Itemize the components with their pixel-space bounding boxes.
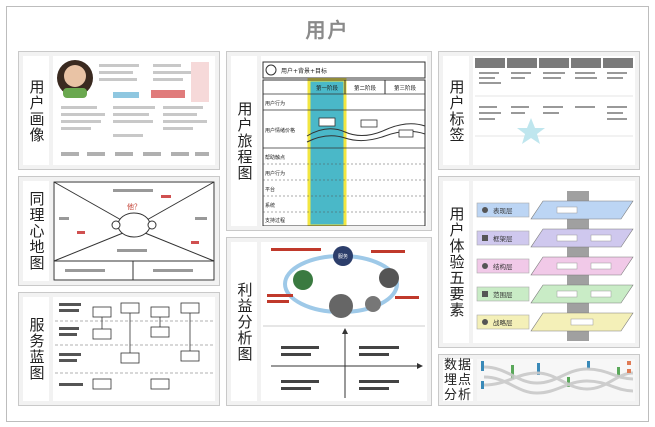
stakeholder-thumbnail: 服务 — [261, 242, 427, 401]
panel-persona[interactable]: 用户画像 — [18, 51, 220, 170]
journey-header: 用户+背景+目标 — [281, 67, 327, 75]
journey-map-thumbnail: 用户+背景+目标 第一阶段 第二阶段 第三阶段 用户行为 用户情绪价格 帮助触点… — [261, 56, 427, 226]
layer-label: 框架层 — [493, 234, 513, 243]
panel-label: 同理心地图 — [23, 181, 49, 281]
panel-label: 利益分析图 — [231, 242, 257, 401]
row-label: 用户行为 — [265, 100, 285, 107]
layer-label: 范围层 — [493, 290, 513, 299]
user-tags-thumbnail — [473, 56, 635, 165]
panel-label: 用户体验五要素 — [443, 181, 469, 343]
blueprint-thumbnail — [53, 297, 215, 401]
row-label: 帮助触点 — [265, 154, 285, 161]
panel-ux-five-elements[interactable]: 用户体验五要素 表现层 框架层 结构层 范围层 — [438, 176, 640, 348]
tracking-thumbnail — [477, 359, 635, 401]
hub-label: 服务 — [338, 253, 348, 260]
ux-elements-thumbnail: 表现层 框架层 结构层 范围层 战略层 — [473, 181, 635, 343]
panel-label: 数据埋点分析 — [443, 358, 473, 403]
layer-label: 表现层 — [493, 206, 513, 215]
stage-label: 第三阶段 — [394, 84, 417, 92]
row-label: 支持过程 — [265, 217, 285, 224]
panel-label: 服务蓝图 — [23, 297, 49, 401]
panel-label: 用户画像 — [23, 56, 49, 165]
page-title: 用户 — [305, 18, 350, 42]
stage-label: 第二阶段 — [354, 84, 377, 92]
stage-label: 第一阶段 — [316, 84, 339, 92]
panel-service-blueprint[interactable]: 服务蓝图 — [18, 292, 220, 406]
panel-journey-map[interactable]: 用户旅程图 用户+背景+目标 第一阶段 第二阶段 第三阶段 用户行为 用户情绪价… — [226, 51, 432, 231]
panel-user-tags[interactable]: 用户标签 — [438, 51, 640, 170]
row-label: 系统 — [265, 202, 275, 209]
empathy-center-label: 他？ — [127, 202, 141, 211]
persona-thumbnail — [53, 56, 215, 165]
panel-stakeholder-map[interactable]: 利益分析图 服务 — [226, 237, 432, 406]
row-label: 用户行为 — [265, 170, 285, 177]
panel-label: 用户标签 — [443, 56, 469, 165]
layer-label: 战略层 — [493, 318, 513, 327]
panel-empathy-map[interactable]: 同理心地图 他？ — [18, 176, 220, 286]
panel-label: 用户旅程图 — [231, 56, 257, 226]
panel-data-tracking[interactable]: 数据埋点分析 — [438, 354, 640, 406]
row-label: 用户情绪价格 — [265, 127, 295, 134]
empathy-map-thumbnail: 他？ — [53, 181, 215, 281]
row-label: 平台 — [265, 186, 275, 193]
layer-label: 结构层 — [493, 262, 513, 271]
